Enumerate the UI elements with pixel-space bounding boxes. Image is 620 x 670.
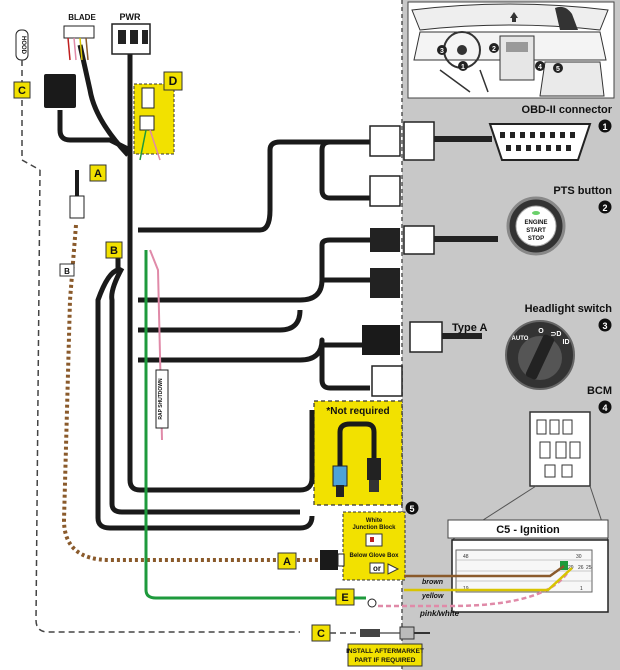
- dash-marker-5: 5: [553, 63, 563, 73]
- svg-text:4: 4: [538, 64, 542, 71]
- svg-text:ID: ID: [563, 339, 570, 346]
- bcm-module: [451, 411, 609, 541]
- svg-text:PTS button: PTS button: [553, 185, 612, 197]
- location-1: OBD-II connector 1: [522, 104, 613, 133]
- svg-text:OBD-II connector: OBD-II connector: [522, 104, 613, 116]
- svg-text:C: C: [317, 628, 325, 640]
- vehicle-connectors: [362, 121, 498, 397]
- dash-marker-4: 4: [535, 61, 545, 71]
- svg-text:White: White: [366, 518, 383, 524]
- location-2: PTS button 2: [553, 185, 612, 214]
- brown-wire-label: brown: [422, 579, 443, 586]
- aftermarket-part: [330, 626, 430, 640]
- twisted-pair-wire: [61, 224, 320, 562]
- not-required-box: *Not required: [313, 400, 403, 506]
- svg-text:ENGINE: ENGINE: [524, 220, 547, 226]
- svg-text:Below Glove Box: Below Glove Box: [349, 553, 399, 559]
- twisted-pair-connector: [69, 170, 85, 219]
- svg-text:*Not required: *Not required: [326, 406, 389, 417]
- svg-text:48: 48: [463, 554, 469, 560]
- pwr-connector: PWR: [111, 12, 151, 55]
- svg-text:5: 5: [556, 66, 560, 73]
- svg-text:STOP: STOP: [528, 236, 544, 242]
- svg-text:B: B: [64, 267, 70, 276]
- svg-text:A: A: [283, 556, 291, 568]
- callout-e: E: [335, 588, 355, 606]
- svg-text:BCM: BCM: [587, 385, 612, 397]
- svg-text:4: 4: [602, 403, 607, 413]
- svg-text:30: 30: [576, 554, 582, 560]
- callout-b-small: B: [59, 263, 75, 277]
- dashboard-illustration: [407, 1, 615, 99]
- callout-c-bottom: C: [311, 624, 331, 642]
- svg-text:RAP SHUTDOWN: RAP SHUTDOWN: [158, 378, 164, 420]
- dash-marker-3: 3: [437, 45, 447, 55]
- svg-text:or: or: [373, 564, 381, 573]
- svg-text:⊃D: ⊃D: [551, 331, 562, 338]
- callout-d: D: [163, 71, 183, 91]
- green-wire: [144, 250, 366, 600]
- callout-c-top: C: [13, 81, 31, 99]
- yellow-wire-label: yellow: [421, 593, 444, 600]
- green-wire-end: [367, 598, 377, 608]
- svg-text:26: 26: [578, 565, 584, 571]
- junction-block-callout: White Junction Block Below Glove Box or: [342, 511, 406, 581]
- callout-b: B: [105, 241, 123, 259]
- dash-marker-2: 2: [489, 43, 499, 53]
- svg-text:INSTALL AFTERMARKET: INSTALL AFTERMARKET: [346, 648, 424, 655]
- rap-shutdown-tag: RAP SHUTDOWN: [155, 369, 169, 429]
- blade-connector: BLADE: [63, 13, 96, 61]
- svg-text:O: O: [538, 328, 544, 335]
- svg-text:PWR: PWR: [120, 12, 141, 22]
- callout-a-bottom: A: [277, 552, 297, 570]
- aftermarket-note: INSTALL AFTERMARKET PART IF REQUIRED: [346, 643, 424, 667]
- svg-text:2: 2: [492, 46, 496, 53]
- type-a-label: Type A: [452, 322, 488, 334]
- svg-text:AUTO: AUTO: [512, 336, 529, 342]
- pink-white-wire-label: pink/white: [419, 609, 460, 618]
- svg-text:C5 - Ignition: C5 - Ignition: [496, 524, 560, 536]
- svg-text:BLADE: BLADE: [68, 13, 96, 22]
- svg-text:3: 3: [602, 321, 607, 331]
- harness-trunk: [57, 40, 370, 531]
- brown-wire: [404, 564, 565, 578]
- svg-text:B: B: [110, 245, 118, 257]
- svg-text:A: A: [94, 168, 102, 180]
- pts-button: ENGINE START STOP: [506, 196, 566, 256]
- yellow-wire: [404, 567, 573, 592]
- svg-text:START: START: [526, 228, 546, 234]
- svg-text:E: E: [341, 592, 348, 604]
- svg-text:D: D: [169, 74, 178, 88]
- svg-text:1: 1: [580, 586, 583, 592]
- c5-ignition-connector: C5 - Ignition 48 30 29 26 25 1 19: [447, 519, 609, 613]
- svg-text:3: 3: [440, 48, 444, 55]
- location-4: BCM 4: [587, 385, 612, 414]
- pink-white-wire: [378, 571, 570, 608]
- svg-text:Junction Block: Junction Block: [352, 525, 396, 531]
- svg-text:PART IF REQUIRED: PART IF REQUIRED: [355, 657, 416, 664]
- junction-plug: [320, 550, 345, 570]
- svg-text:HOOD: HOOD: [20, 36, 26, 55]
- obd-connector: [488, 123, 592, 161]
- headlight-switch: AUTO O ⊃D ID: [505, 320, 575, 390]
- svg-text:2: 2: [602, 203, 607, 213]
- location-3: Headlight switch 3: [525, 303, 613, 332]
- svg-text:1: 1: [602, 122, 607, 132]
- callout-d-area: [133, 83, 175, 161]
- dash-marker-1: 1: [458, 61, 468, 71]
- svg-text:1: 1: [461, 64, 465, 71]
- control-module: [44, 74, 76, 108]
- svg-text:C: C: [18, 85, 26, 97]
- location-5-marker: 5: [405, 501, 419, 515]
- callout-a-top: A: [89, 164, 107, 182]
- svg-text:Headlight switch: Headlight switch: [525, 303, 613, 315]
- svg-text:25: 25: [586, 565, 592, 571]
- hood-pin: HOOD: [15, 29, 29, 61]
- svg-text:5: 5: [409, 504, 414, 514]
